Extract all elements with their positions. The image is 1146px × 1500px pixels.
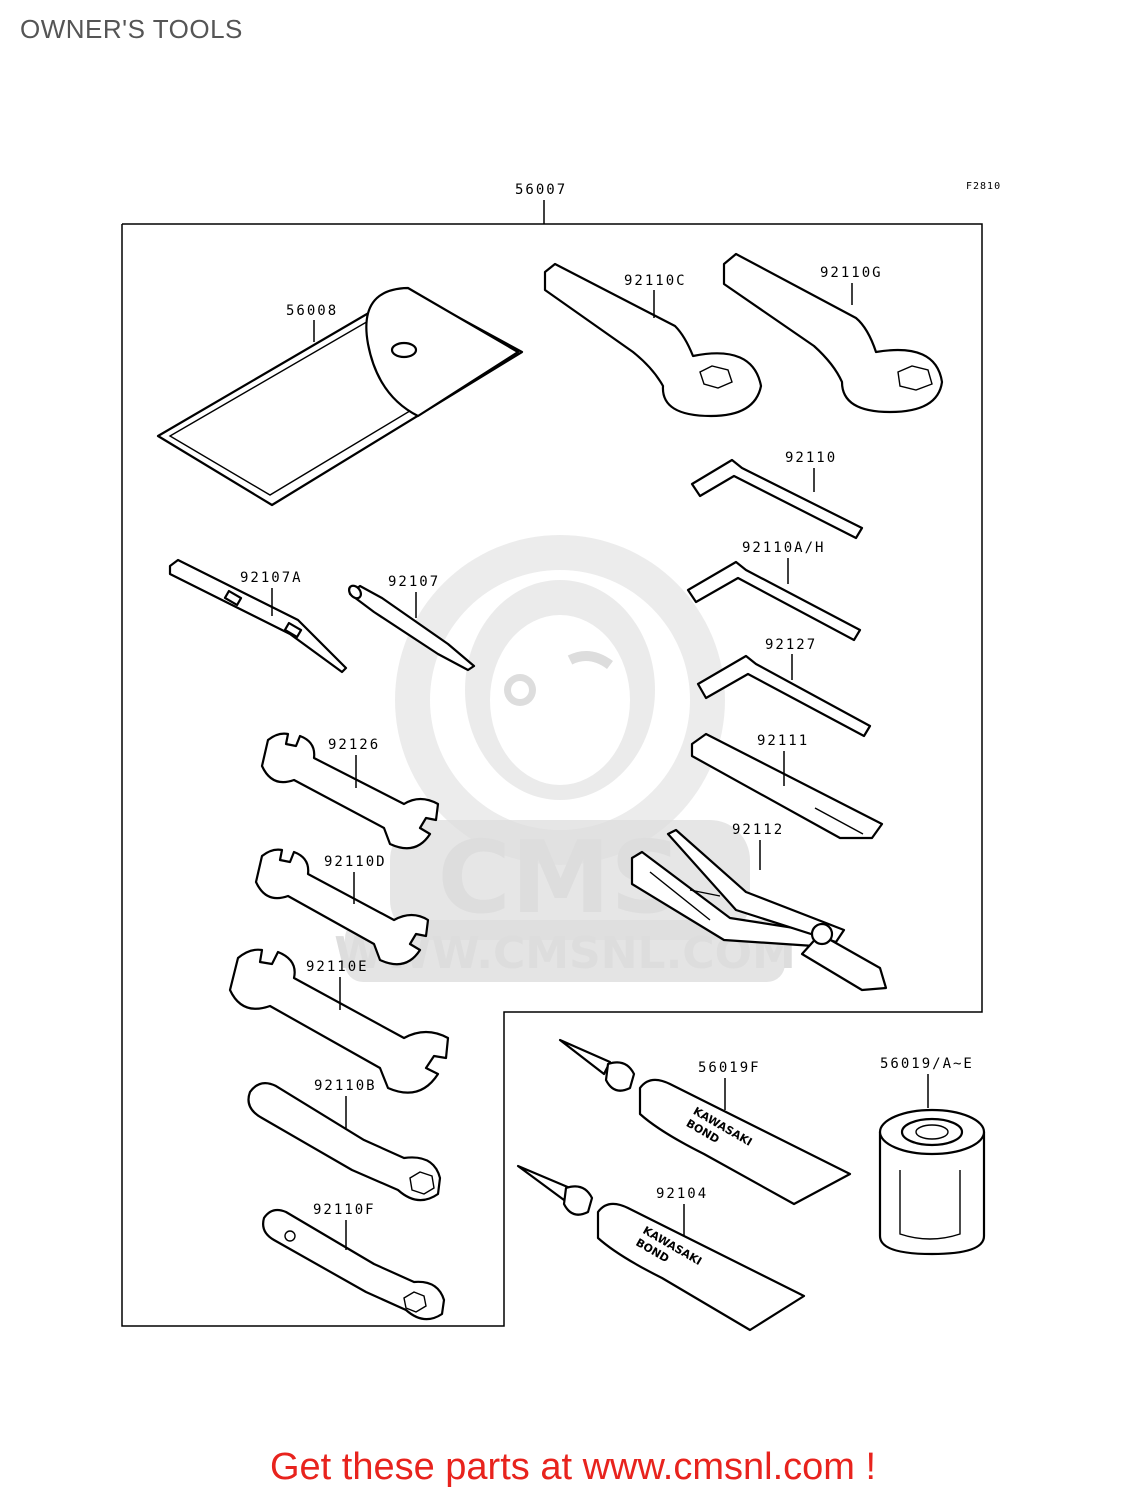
ring-wrench-92110g bbox=[722, 252, 944, 414]
label-92110c: 92110C bbox=[624, 273, 687, 289]
label-92107: 92107 bbox=[388, 574, 440, 590]
grease-container-56019 bbox=[878, 1108, 986, 1256]
label-92110ah: 92110A/H bbox=[742, 540, 825, 556]
label-92111: 92111 bbox=[757, 733, 809, 749]
label-92126: 92126 bbox=[328, 737, 380, 753]
ring-wrench-92110c bbox=[543, 262, 763, 418]
label-56019f: 56019F bbox=[698, 1060, 761, 1076]
label-92110e: 92110E bbox=[306, 959, 369, 975]
label-92104: 92104 bbox=[656, 1186, 708, 1202]
page-title: OWNER'S TOOLS bbox=[20, 14, 243, 44]
label-56019ae: 56019/A~E bbox=[880, 1056, 974, 1072]
assembly-frame bbox=[121, 223, 983, 1327]
label-92110g: 92110G bbox=[820, 265, 883, 281]
label-92110b: 92110B bbox=[314, 1078, 377, 1094]
hex-key-92110 bbox=[690, 458, 864, 540]
open-wrench-92126 bbox=[260, 732, 440, 850]
label-92110f: 92110F bbox=[313, 1202, 376, 1218]
footer-cta-link[interactable]: Get these parts at www.cmsnl.com ! bbox=[269, 1446, 877, 1488]
open-wrench-92110e bbox=[228, 948, 450, 1094]
label-92110d: 92110D bbox=[324, 854, 387, 870]
screwdriver-bit-92107 bbox=[347, 584, 476, 672]
box-spanner-92110f bbox=[262, 1208, 446, 1321]
bond-tube-56019f: KAWASAKI BOND bbox=[558, 1038, 852, 1206]
label-92107a: 92107A bbox=[240, 570, 303, 586]
label-56008: 56008 bbox=[286, 303, 338, 319]
hex-key-92110ah bbox=[686, 560, 862, 642]
screwdriver-92107a bbox=[168, 558, 348, 674]
open-wrench-92110d bbox=[254, 848, 430, 966]
label-92127: 92127 bbox=[765, 637, 817, 653]
hex-key-92127 bbox=[696, 654, 872, 738]
label-92112: 92112 bbox=[732, 822, 784, 838]
tool-pouch-56008 bbox=[156, 286, 524, 507]
figure-code: F2810 bbox=[966, 181, 1001, 192]
bond-tube-92104: KAWASAKI BOND bbox=[516, 1164, 806, 1332]
box-spanner-92110b bbox=[247, 1081, 442, 1202]
handle-bar-92111 bbox=[690, 732, 884, 840]
cmsnl-watermark: CMS WWW.CMSNL.COM bbox=[334, 535, 796, 982]
label-56007: 56007 bbox=[515, 182, 567, 198]
pliers-92112 bbox=[630, 828, 888, 992]
label-92110: 92110 bbox=[785, 450, 837, 466]
